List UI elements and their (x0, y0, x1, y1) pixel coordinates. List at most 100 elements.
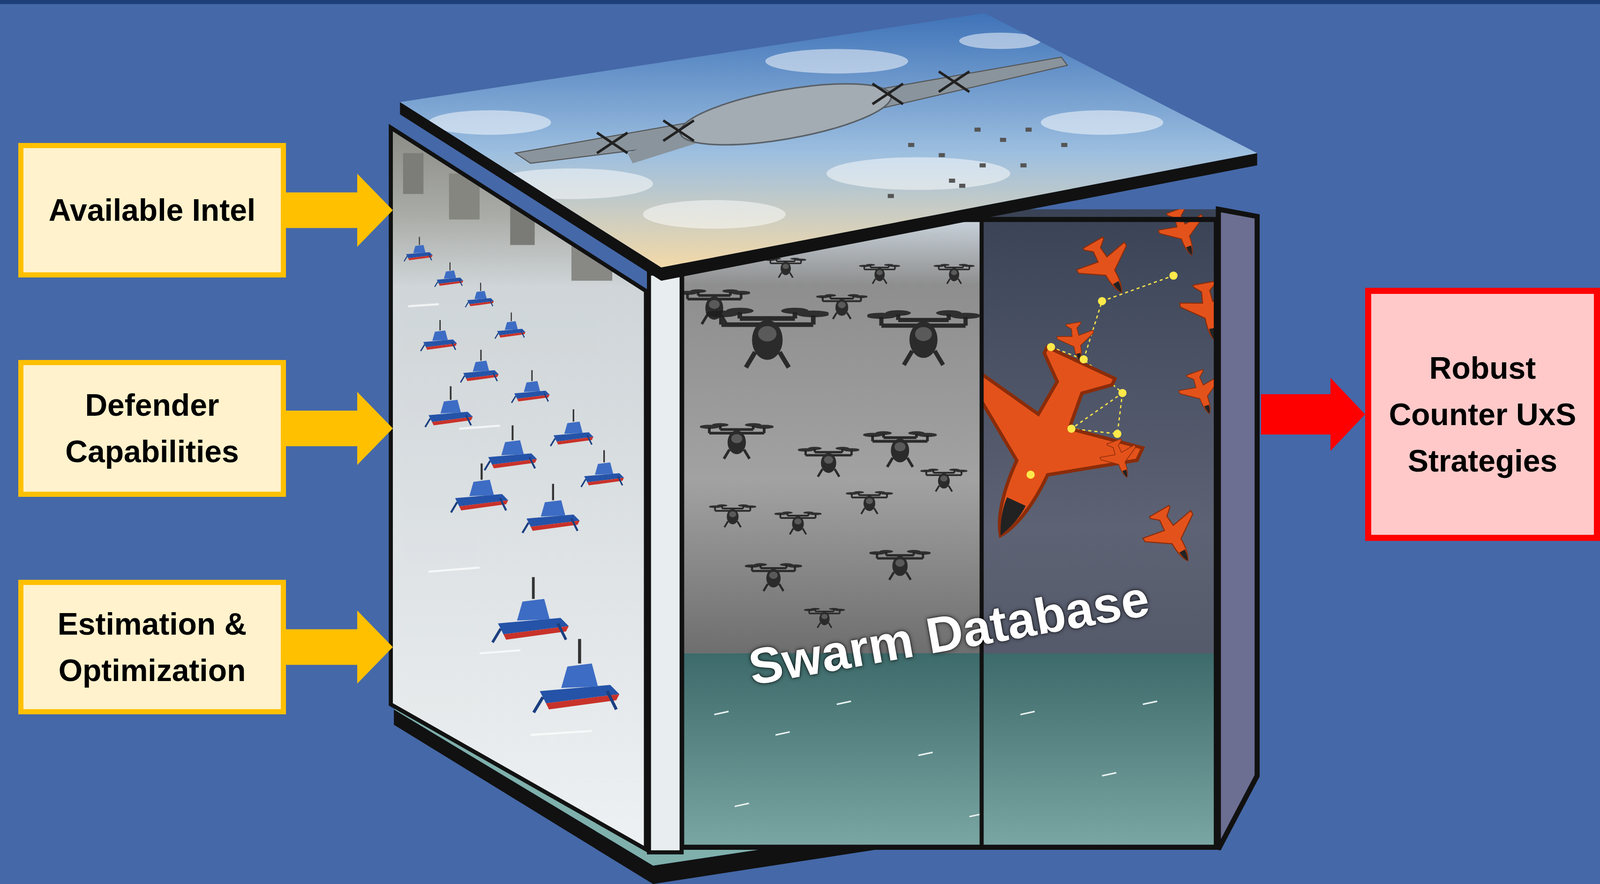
aircraft-drop (489, 168, 654, 199)
boat-swarm (403, 153, 624, 736)
aircraft-drop (642, 200, 786, 229)
boat-swarm (465, 282, 495, 308)
aircraft-drop (1020, 163, 1027, 168)
aircraft-drop (515, 57, 1068, 164)
aircraft-drop (1025, 127, 1032, 132)
fixed-wing-swarm (1067, 424, 1076, 433)
right-panel (1218, 209, 1258, 849)
right-panel (1218, 209, 1258, 849)
quadcopter-swarm (681, 257, 982, 628)
quadcopter-swarm (865, 310, 981, 366)
fixed-wing-swarm (1046, 343, 1055, 352)
fixed-wing-swarm (981, 323, 1165, 575)
aircraft-drop (979, 163, 986, 168)
fixed-wing-swarm (1026, 470, 1035, 479)
fixed-wing-swarm (1068, 228, 1146, 306)
front-edge (648, 273, 682, 853)
boat-swarm (403, 153, 424, 195)
quadcopter-swarm (773, 511, 823, 535)
aircraft-drop (887, 127, 1068, 198)
aircraft-drop (974, 127, 981, 132)
back-wall (681, 219, 982, 654)
quadcopter-swarm (815, 293, 869, 319)
fixed-wing-swarm (1177, 278, 1217, 345)
boat-swarm (550, 409, 594, 446)
quadcopter-swarm (845, 491, 894, 515)
aircraft-drop (938, 153, 946, 158)
fixed-wing-swarm (1118, 389, 1127, 398)
boat-swarm (495, 312, 526, 339)
boat-swarm (408, 304, 593, 736)
back-wall (677, 202, 1242, 848)
output-label: Robust Counter UxS Strategies (1381, 345, 1584, 485)
top-rule (0, 0, 1600, 5)
quadcopter-swarm (764, 257, 807, 278)
flow-arrow (285, 410, 358, 447)
input-label: Available Intel (36, 187, 268, 234)
input-label: Estimation & Optimization (36, 600, 268, 694)
boat-swarm (484, 425, 538, 471)
fixed-wing-swarm (1096, 435, 1144, 484)
front-edge (648, 273, 682, 853)
boat-swarm (434, 262, 464, 287)
output-box: Robust Counter UxS Strategies (1365, 287, 1600, 541)
aircraft-drop (887, 194, 894, 199)
fixed-wing-swarm (1135, 497, 1212, 575)
aircraft-drop (428, 32, 1164, 229)
boat-swarm (581, 450, 624, 487)
aircraft-drop (596, 71, 970, 153)
fixed-wing-swarm (1079, 355, 1088, 364)
quadcopter-swarm (708, 504, 758, 528)
aircraft-drop (1061, 142, 1068, 148)
boat-swarm (522, 483, 580, 534)
quadcopter-swarm (858, 263, 901, 284)
aircraft-drop (663, 120, 694, 142)
fixed-wing-swarm (1169, 271, 1178, 280)
cube-label: Swarm Database (743, 567, 1154, 699)
aircraft-drop (676, 71, 896, 158)
boat-swarm (404, 236, 433, 262)
top-panel (399, 13, 1257, 281)
aircraft-drop (938, 71, 970, 92)
flow-arrow (1261, 394, 1331, 435)
quadcopter-swarm (699, 423, 775, 459)
aircraft-drop (428, 110, 551, 135)
boat-swarm (450, 463, 509, 513)
boat-swarm (511, 370, 550, 404)
quadcopter-swarm (797, 446, 861, 477)
aircraft-drop (596, 132, 628, 154)
swarm-cube: Swarm Database (392, 12, 1262, 878)
quadcopter-swarm (919, 468, 969, 492)
back-wall (979, 219, 985, 848)
aircraft-drop (872, 83, 903, 105)
quadcopter-swarm (868, 549, 932, 580)
input-label: Defender Capabilities (36, 382, 268, 475)
boat-swarm (492, 577, 570, 643)
top-panel (399, 13, 1257, 268)
fixed-wing-swarm (981, 209, 1217, 575)
boat-swarm (533, 638, 620, 713)
quadcopter-swarm (743, 563, 803, 592)
flow-arrow (285, 192, 358, 229)
flow-arrow (285, 629, 358, 666)
input-box: Estimation & Optimization (18, 579, 286, 715)
aircraft-drop (765, 49, 909, 74)
quadcopter-swarm (704, 307, 831, 368)
aircraft-drop (999, 137, 1007, 143)
fixed-wing-swarm (1097, 297, 1106, 306)
quadcopter-swarm (933, 263, 976, 284)
quadcopter-swarm (862, 431, 938, 467)
input-box: Available Intel (18, 142, 286, 278)
fixed-wing-swarm (1026, 271, 1178, 479)
boat-swarm (460, 349, 499, 383)
aircraft-drop (959, 183, 966, 188)
fixed-wing-swarm (1055, 320, 1098, 365)
aircraft-drop (959, 32, 1041, 50)
aircraft-drop (1040, 110, 1164, 135)
boat-swarm (425, 386, 474, 428)
aircraft-drop (826, 157, 1011, 190)
fixed-wing-swarm (1174, 365, 1217, 421)
aircraft-drop (428, 32, 1164, 229)
aircraft-drop (948, 178, 955, 183)
